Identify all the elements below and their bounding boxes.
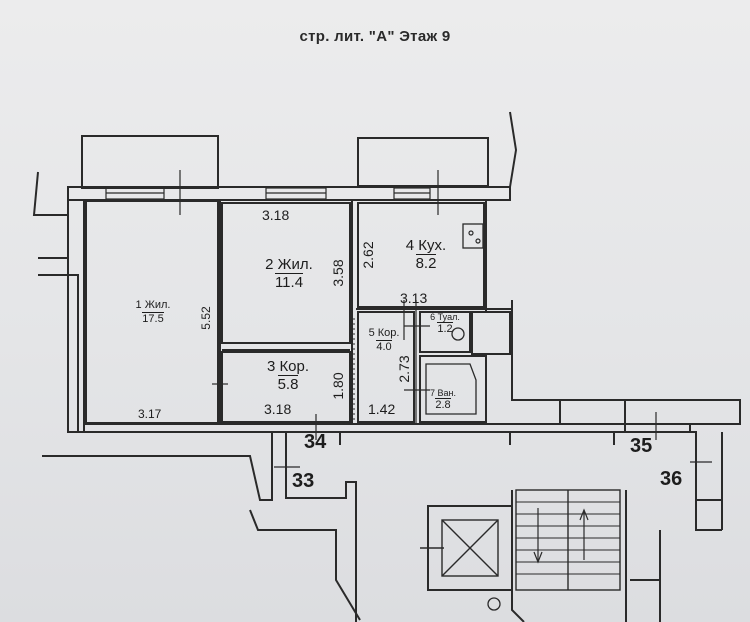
room-2-area: 11.4 — [274, 272, 304, 291]
apartment-number-34: 34 — [304, 431, 327, 453]
room-label-4: 4 Кух. 8.2 — [386, 238, 466, 272]
room-4-name: 4 Кух. — [405, 237, 447, 254]
dim-room3-height: 1.80 — [330, 372, 346, 400]
room-4 — [357, 202, 485, 308]
dim-room3-width: 3.18 — [264, 401, 292, 417]
room-label-5: 5 Кор. 4.0 — [356, 327, 412, 353]
room-7-area: 2.8 — [435, 398, 451, 412]
dim-room2-width: 3.18 — [262, 207, 290, 223]
room-7-name: 7 Ван. — [430, 388, 456, 398]
room-5-name: 5 Кор. — [368, 327, 400, 339]
room-5-area: 4.0 — [376, 339, 392, 353]
room-2-name: 2 Жил. — [265, 256, 313, 273]
dim-room5-width: 1.42 — [368, 401, 396, 417]
room-label-2: 2 Жил. 11.4 — [244, 257, 334, 291]
room-label-6: 6 Туал. 1.2 — [420, 312, 470, 336]
room-label-1: 1 Жил. 17.5 — [118, 299, 188, 325]
dim-room5-height: 2.73 — [396, 355, 412, 383]
room-2 — [221, 202, 351, 344]
room-3-name: 3 Кор. — [266, 358, 310, 375]
room-1-name: 1 Жил. — [135, 299, 171, 311]
room-7 — [419, 355, 487, 423]
room-label-3: 3 Кор. 5.8 — [248, 359, 328, 393]
plan-title: стр. лит. "А" Этаж 9 — [299, 28, 451, 45]
room-label-7: 7 Ван. 2.8 — [418, 388, 468, 412]
room-3 — [221, 351, 351, 423]
outer-wall-left — [67, 187, 85, 433]
room-1 — [85, 200, 219, 424]
room-6 — [419, 311, 471, 353]
room-5 — [357, 311, 415, 423]
outer-wall-bottom — [68, 423, 691, 433]
dim-room1-height: 5.52 — [199, 306, 213, 330]
room-6-area: 1.2 — [437, 322, 453, 336]
balcony-right — [357, 137, 489, 187]
room-4-area: 8.2 — [415, 253, 437, 272]
dim-room4-width: 3.13 — [400, 290, 428, 306]
dim-room4-height: 2.62 — [360, 241, 376, 269]
room-1-area: 17.5 — [142, 311, 164, 325]
balcony-left — [81, 135, 219, 189]
apartment-number-36: 36 — [660, 468, 683, 490]
dim-room1-width: 3.17 — [138, 407, 162, 421]
room-3-area: 5.8 — [277, 374, 299, 393]
dim-room2-height: 3.58 — [330, 259, 346, 287]
apartment-number-33: 33 — [292, 470, 315, 492]
apartment-number-35: 35 — [630, 435, 653, 457]
room-6-name: 6 Туал. — [430, 312, 460, 322]
